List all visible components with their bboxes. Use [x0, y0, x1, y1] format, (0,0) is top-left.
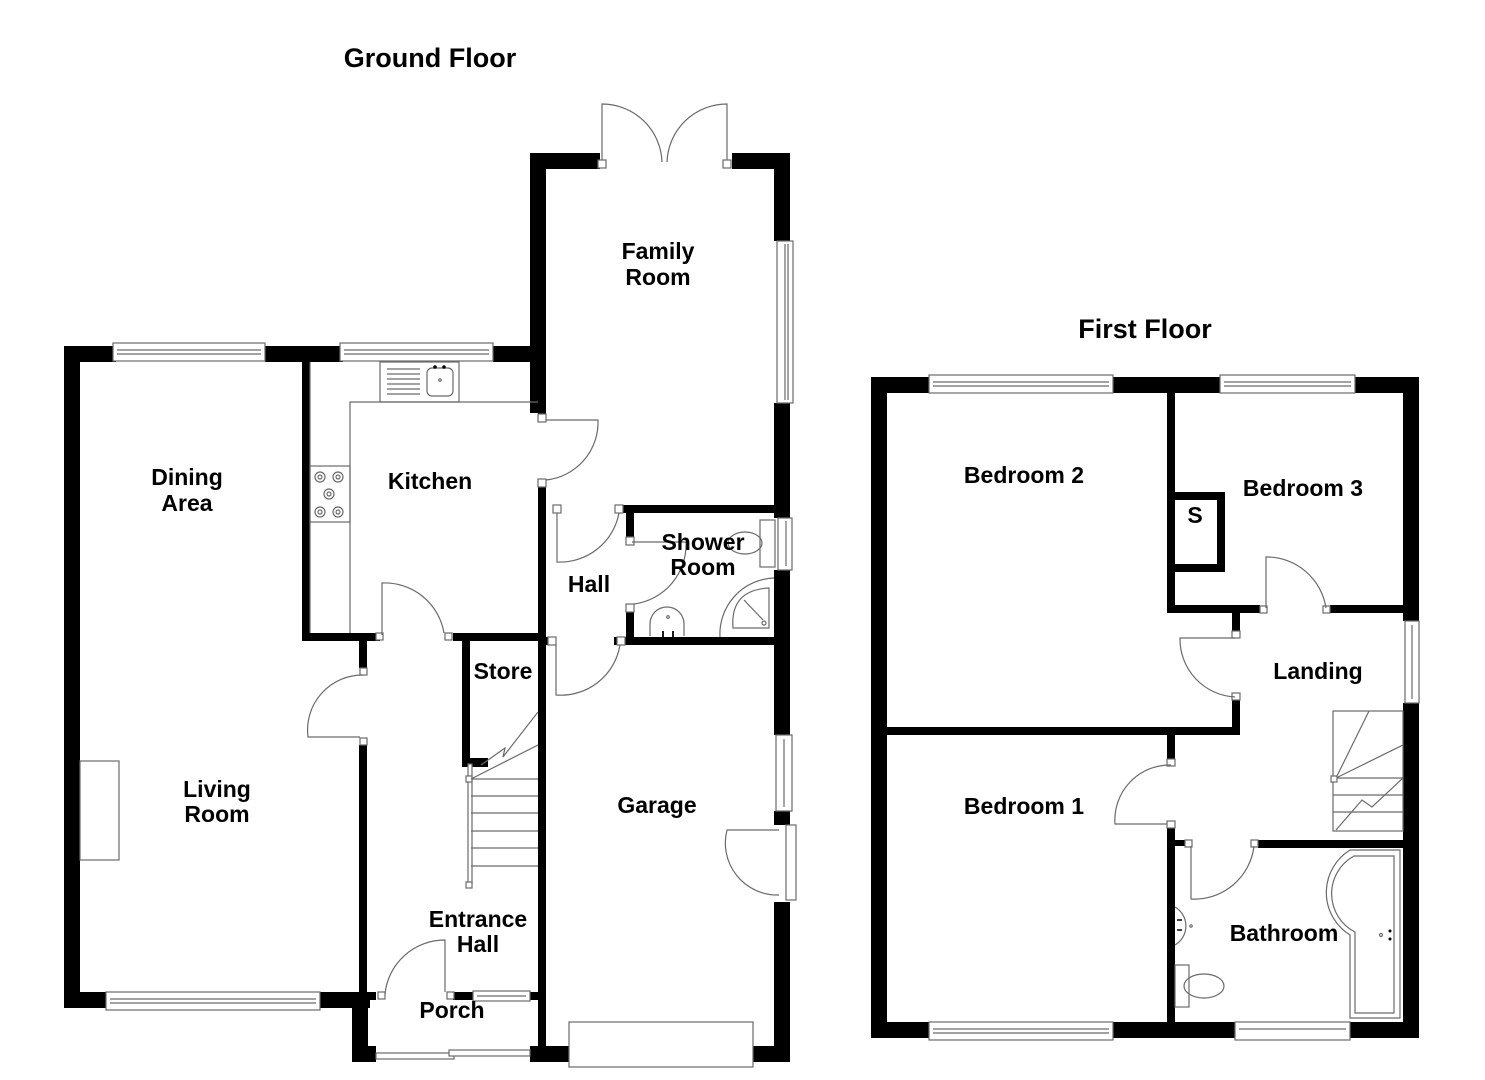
staircase-icon — [1330, 710, 1404, 832]
room-label-living-room: Living — [183, 776, 251, 802]
door-icon — [547, 636, 626, 696]
porch-walls — [352, 992, 570, 1062]
room-label-garage: Garage — [617, 792, 696, 818]
door-icon — [377, 939, 455, 1000]
room-label-landing: Landing — [1273, 658, 1362, 684]
window-icon — [928, 1021, 1114, 1041]
door-icon — [537, 413, 599, 488]
fireplace-icon — [79, 760, 120, 861]
bath-icon — [1325, 849, 1401, 1019]
ground-floor-title: Ground Floor — [344, 43, 517, 73]
first-floor-labels: Bedroom 2 Bedroom 3 S Landing Bedroom 1 … — [964, 462, 1363, 946]
door-icon — [375, 582, 453, 641]
room-label-dining-area-2: Area — [161, 490, 212, 516]
door-icon — [1184, 839, 1259, 900]
garage-door-icon — [568, 1021, 754, 1068]
shower-tray-icon — [719, 577, 775, 638]
room-label-bedroom-1: Bedroom 1 — [964, 793, 1084, 819]
first-floor-title: First Floor — [1078, 314, 1212, 344]
staircase-icon — [465, 711, 539, 889]
kitchen-walls — [374, 362, 546, 641]
room-label-shower-room: Shower — [661, 529, 744, 555]
window-icon — [105, 991, 321, 1011]
ground-floor-labels: Family Room Dining Area Kitchen Shower R… — [151, 238, 744, 1023]
toilet-icon — [1174, 964, 1225, 1008]
sink-icon — [387, 365, 454, 397]
window-icon — [775, 734, 793, 812]
room-label-entrance-hall: Entrance — [429, 906, 527, 932]
window-icon — [472, 990, 531, 1002]
store-walls — [462, 633, 546, 1061]
kitchen-worktop — [309, 361, 540, 633]
room-label-bathroom: Bathroom — [1230, 920, 1339, 946]
room-label-dining-area: Dining — [151, 464, 223, 490]
window-icon — [1234, 1021, 1351, 1041]
family-room-walls — [530, 153, 790, 518]
room-label-store: Store — [474, 658, 533, 684]
basin-icon — [1174, 906, 1193, 946]
basin-icon — [649, 606, 685, 637]
front-door-sliding-icon — [375, 1049, 531, 1060]
window-icon — [777, 517, 793, 571]
room-label-bedroom-2: Bedroom 2 — [964, 462, 1084, 488]
first-floor-outer-walls — [871, 377, 1419, 1038]
room-label-living-room-2: Room — [184, 801, 249, 827]
hob-icon — [309, 465, 351, 523]
door-icon — [1114, 758, 1176, 829]
room-label-bedroom-3: Bedroom 3 — [1243, 475, 1363, 501]
door-icon — [1179, 630, 1241, 701]
room-label-shower-room-2: Room — [670, 554, 735, 580]
room-label-entrance-hall-2: Hall — [457, 931, 499, 957]
ground-floor: Ground Floor — [64, 43, 797, 1068]
room-label-porch: Porch — [419, 997, 484, 1023]
room-label-family-room: Family — [622, 238, 695, 264]
door-icon — [625, 536, 687, 613]
window-icon — [928, 374, 1114, 394]
room-label-kitchen: Kitchen — [388, 468, 472, 494]
door-icon — [552, 504, 624, 563]
door-icon — [306, 667, 368, 746]
first-floor: First Floor — [871, 314, 1420, 1041]
window-icon — [339, 342, 494, 362]
window-icon — [1219, 374, 1356, 394]
first-floor-internal-walls — [887, 393, 1403, 1022]
side-door-icon — [724, 824, 797, 901]
toilet-icon — [727, 519, 776, 568]
living-dining-walls — [64, 346, 546, 1008]
french-doors-icon — [597, 103, 732, 169]
garage-walls — [753, 645, 790, 1062]
door-icon — [1259, 556, 1331, 614]
window-icon — [776, 240, 794, 404]
room-label-storage: S — [1187, 502, 1202, 528]
window-icon — [112, 342, 266, 362]
room-label-family-room-2: Room — [625, 264, 690, 290]
window-icon — [1404, 620, 1420, 704]
room-label-hall: Hall — [568, 571, 610, 597]
